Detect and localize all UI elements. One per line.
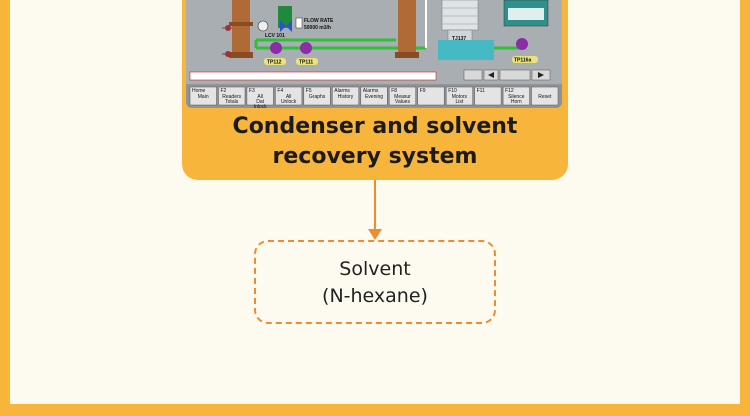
- nav-first-button[interactable]: [463, 69, 483, 81]
- hmi-function-button[interactable]: [445, 86, 473, 106]
- hmi-function-button[interactable]: [275, 86, 303, 106]
- hmi-screenshot: LCV 101 FLOW RATE 50000 m3/h TP112 TP111…: [186, 0, 562, 108]
- hmi-function-button-key: F2: [221, 88, 227, 94]
- hmi-function-button-label: Evening: [365, 94, 383, 100]
- hmi-tag-tp112: TP112: [267, 60, 282, 66]
- hmi-function-button-label: Graphs: [309, 94, 326, 100]
- hmi-tag-tj137: TJ137: [452, 36, 466, 42]
- condenser-unit: [441, 0, 479, 31]
- solvent-node-line-2: (N-hexane): [322, 285, 428, 307]
- hmi-function-button-label: All: [286, 94, 292, 100]
- hmi-function-button-key: F10: [448, 88, 457, 94]
- solvent-node: Solvent (N-hexane): [254, 240, 496, 324]
- pump-icon: [516, 38, 528, 50]
- hmi-function-button[interactable]: [531, 86, 559, 106]
- hmi-function-button-label: Reset: [538, 94, 552, 100]
- hmi-function-button-label: Measur: [394, 94, 411, 100]
- hmi-function-button-label: Dat: [256, 99, 264, 105]
- message-bar: [189, 71, 437, 81]
- card-label-line-1: Condenser and solvent: [232, 114, 518, 139]
- column-tank-left: [232, 0, 250, 58]
- hmi-function-button-key: F11: [477, 88, 485, 94]
- hmi-function-button-label: Totals: [225, 99, 239, 105]
- hmi-tag-tp116a: TP116a: [514, 58, 531, 64]
- cyan-tank: [438, 40, 494, 60]
- controller-icon: [257, 20, 269, 32]
- hmi-function-button-label: Horn: [511, 99, 522, 105]
- pump-icon: [300, 42, 312, 54]
- hmi-function-button[interactable]: [502, 86, 530, 106]
- hmi-function-button-key: F9: [420, 88, 426, 94]
- arrow-right-icon: [538, 72, 544, 78]
- hmi-function-button-label: History: [338, 94, 354, 100]
- hmi-function-button[interactable]: [303, 86, 331, 106]
- nav-page-field[interactable]: [499, 69, 531, 81]
- hmi-function-button-key: Alarms: [363, 88, 379, 94]
- pump-icon: [270, 42, 282, 54]
- hmi-tag-lcv: LCV 101: [265, 33, 285, 39]
- flow-rate-value: 50000 m3/h: [304, 25, 331, 31]
- hmi-screen-graphic: LCV 101 FLOW RATE 50000 m3/h TP112 TP111…: [186, 0, 562, 108]
- hmi-function-button[interactable]: [417, 86, 445, 106]
- hmi-function-button-key: Alarms: [334, 88, 350, 94]
- solvent-node-line-1: Solvent: [339, 258, 411, 280]
- hmi-function-button[interactable]: [218, 86, 246, 106]
- column-tank-center: [398, 0, 416, 58]
- hmi-function-button[interactable]: [474, 86, 502, 106]
- hmi-function-button-label: Unlock: [281, 99, 297, 105]
- valve-icon: [280, 20, 286, 32]
- flow-arrow-head: [368, 229, 382, 240]
- hmi-function-button-label: Motors: [452, 94, 468, 100]
- hmi-function-button-label: Values: [395, 99, 410, 105]
- hmi-function-button-label: Readers: [222, 94, 241, 100]
- hmi-function-button-key: F8: [391, 88, 397, 94]
- hmi-function-button-key: F4: [277, 88, 283, 94]
- hmi-function-button-label: Main: [198, 94, 209, 100]
- card-label-line-2: recovery system: [272, 144, 478, 169]
- hmi-function-button-label: Silence: [508, 94, 525, 100]
- hmi-function-button-key: F12: [505, 88, 514, 94]
- hmi-function-button-label: List: [456, 99, 464, 105]
- hmi-function-button[interactable]: [189, 86, 217, 106]
- hmi-function-button[interactable]: [388, 86, 416, 106]
- hmi-function-button[interactable]: [360, 86, 388, 106]
- hmi-tag-tp111: TP111: [299, 60, 313, 66]
- hmi-function-key-bar: HomeMainF2ReadersTotalsF3AllDatInlockF4A…: [189, 86, 559, 108]
- flow-arrow: [368, 180, 382, 240]
- hmi-function-button[interactable]: [332, 86, 360, 106]
- hmi-function-button-label: Inlock: [254, 104, 268, 108]
- hmi-function-button-key: F5: [306, 88, 312, 94]
- arrow-left-icon: [488, 72, 494, 78]
- card-label: Condenser and solvent recovery system: [182, 112, 568, 172]
- hmi-function-button-key: Home: [192, 88, 206, 94]
- hmi-function-button-label: All: [257, 94, 263, 100]
- flow-rate-label: FLOW RATE: [304, 18, 334, 24]
- hmi-function-button-key: F3: [249, 88, 255, 94]
- hmi-function-button[interactable]: [246, 86, 274, 106]
